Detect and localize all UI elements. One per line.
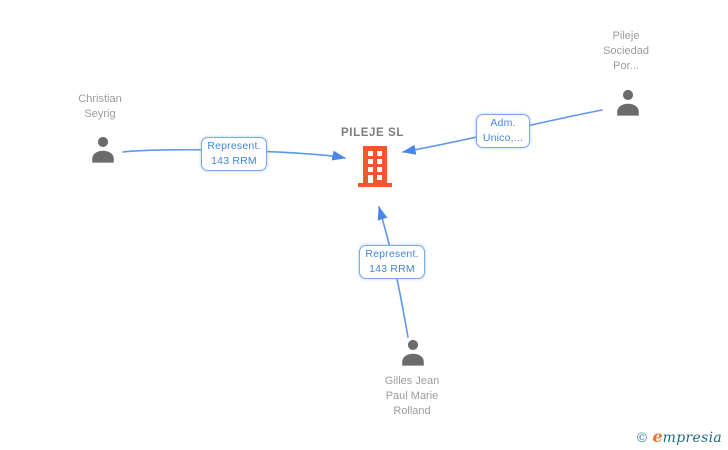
node-label-line: Pileje bbox=[612, 30, 640, 42]
node-label-line: Christian bbox=[78, 93, 122, 105]
node-christian-seyrig[interactable]: Christian Seyrig bbox=[55, 92, 145, 166]
edge-label-line: Unico,... bbox=[482, 132, 524, 144]
edge-label-represent-143rrm-bottom[interactable]: Represent. 143 RRM bbox=[359, 245, 425, 279]
node-label-line: Paul Marie bbox=[385, 390, 439, 402]
person-icon bbox=[92, 136, 114, 163]
copyright-icon: © bbox=[635, 431, 649, 446]
edge-label-line: 143 RRM bbox=[369, 263, 415, 275]
edge-label-line: Represent. bbox=[365, 248, 419, 260]
empresia-logo[interactable]: ©empresia bbox=[635, 427, 722, 446]
node-label-christian-seyrig: Christian Seyrig bbox=[55, 92, 145, 122]
node-label-line: Rolland bbox=[393, 405, 431, 417]
node-label-line: Por... bbox=[613, 60, 639, 72]
edge-label-represent-143rrm-left[interactable]: Represent. 143 RRM bbox=[201, 137, 267, 171]
edge-label-adm-unico[interactable]: Adm. Unico,... bbox=[476, 114, 530, 148]
node-label-pileje-sociedad: Pileje Sociedad Por... bbox=[581, 29, 671, 74]
edge-label-line: 143 RRM bbox=[211, 155, 257, 167]
node-label-line: Gilles Jean bbox=[384, 375, 440, 387]
edge-label-line: Adm. bbox=[490, 117, 516, 129]
node-label-line: Seyrig bbox=[84, 108, 116, 120]
node-label-gilles-rolland: Gilles Jean Paul Marie Rolland bbox=[367, 374, 457, 419]
node-label-line: Sociedad bbox=[603, 45, 649, 57]
brand-initial: e bbox=[652, 427, 663, 446]
edge-label-line: Represent. bbox=[207, 140, 261, 152]
edge-gilles-to-company bbox=[377, 206, 409, 338]
node-gilles-rolland[interactable]: Gilles Jean Paul Marie Rolland bbox=[367, 336, 457, 422]
building-icon bbox=[358, 146, 392, 187]
company-name-label: PILEJE SL bbox=[341, 127, 404, 139]
person-icon bbox=[617, 89, 639, 116]
node-company-pileje-sl[interactable]: PILEJE SL bbox=[330, 127, 415, 189]
brand-text: mpresia bbox=[662, 430, 722, 446]
person-icon bbox=[402, 339, 424, 366]
node-pileje-sociedad[interactable]: Pileje Sociedad Por... bbox=[581, 29, 671, 119]
